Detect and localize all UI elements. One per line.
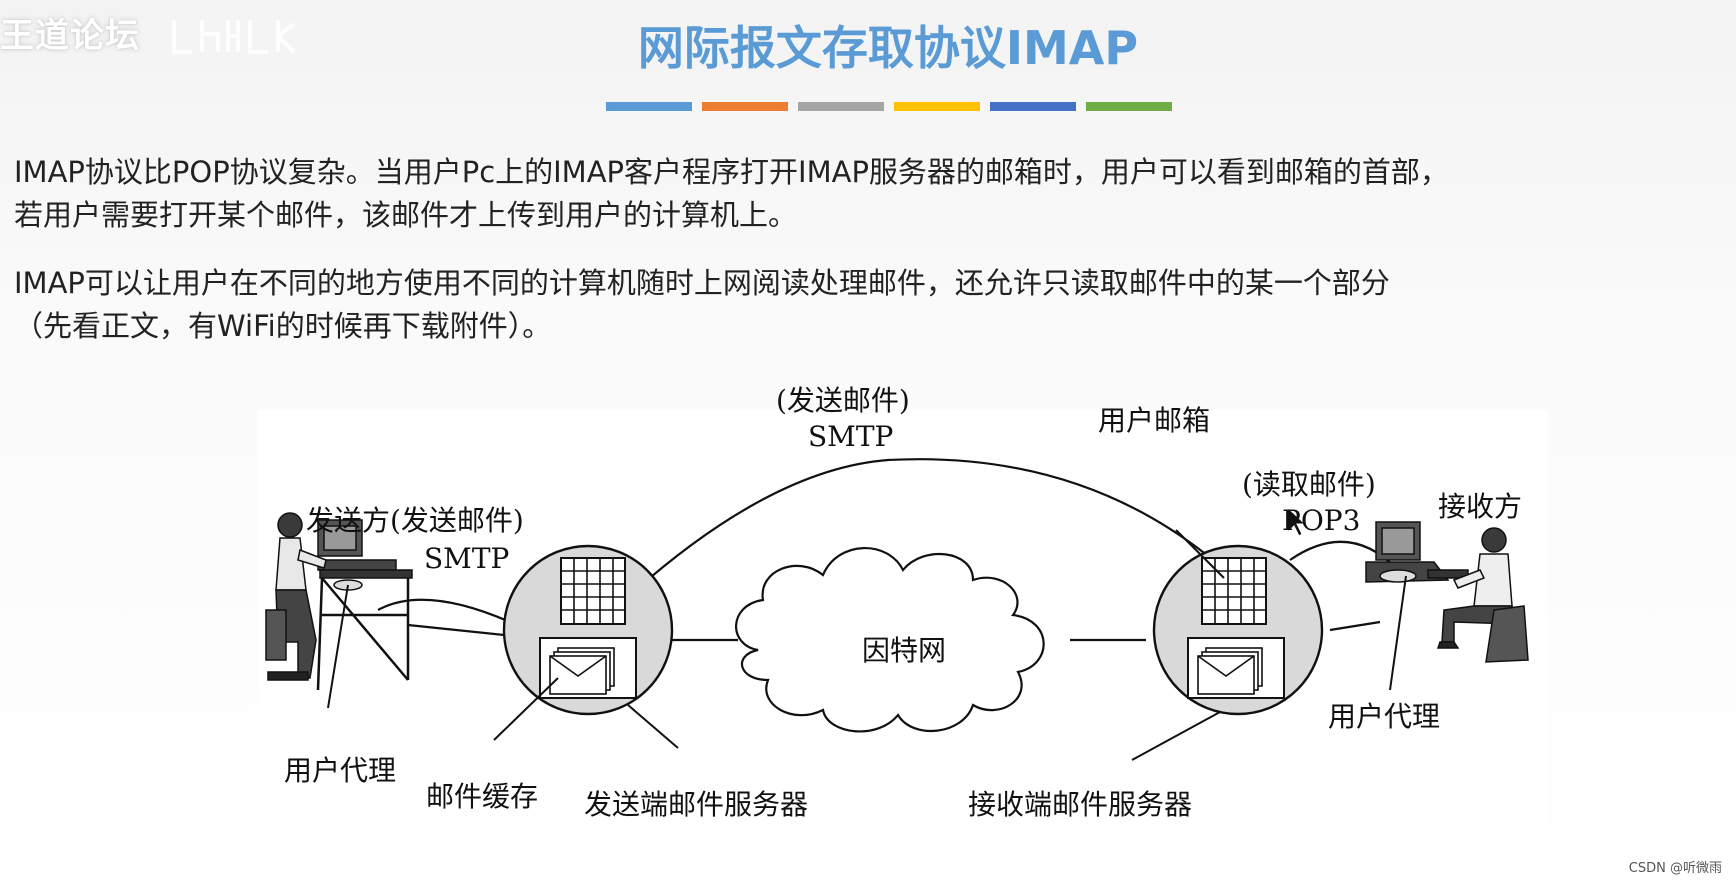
- label-internet: 因特网: [862, 634, 947, 667]
- paragraph-1-line-1: IMAP协议比POP协议复杂。当用户Pc上的IMAP客户程序打开IMAP服务器的…: [14, 155, 1449, 189]
- label-mailbox: 用户邮箱: [1098, 404, 1211, 437]
- label-receiver-protocol-name: POP3: [1282, 504, 1361, 537]
- brand-watermark: 王道论坛: [0, 8, 310, 64]
- label-left-user-agent: 用户代理: [284, 754, 397, 787]
- accent-bar: [702, 102, 788, 111]
- paragraph-1: IMAP协议比POP协议复杂。当用户Pc上的IMAP客户程序打开IMAP服务器的…: [14, 151, 1730, 237]
- label-right-user-agent: 用户代理: [1328, 700, 1441, 733]
- receiver-person-icon: [1365, 521, 1529, 663]
- internet-cloud: [735, 547, 1045, 733]
- send-server-node: [502, 544, 674, 716]
- paragraph-1-line-2: 若用户需要打开某个邮件，该邮件才上传到用户的计算机上。: [14, 198, 798, 232]
- pointer-right-user-agent: [1389, 575, 1407, 691]
- paragraph-2-line-1: IMAP可以让用户在不同的地方使用不同的计算机随时上网阅读处理邮件，还允许只读取…: [14, 266, 1390, 300]
- pointer-mailbox: [1175, 529, 1225, 579]
- accent-bar: [990, 102, 1076, 111]
- accent-bar: [1086, 102, 1172, 111]
- brand-text: 王道论坛: [0, 16, 140, 56]
- accent-bar: [798, 102, 884, 111]
- label-middle-protocol-name: SMTP: [808, 420, 894, 453]
- pointer-send-server: [627, 704, 679, 749]
- cursor-arrow-icon: [1287, 506, 1307, 537]
- label-sender-protocol: 发送方(发送邮件): [306, 504, 524, 537]
- sender-person-icon: [265, 512, 413, 691]
- accent-bars: [606, 102, 1172, 111]
- imap-diagram: (发送邮件) SMTP 用户邮箱 (读取邮件) POP3 接收方 发送方(发送邮…: [258, 384, 1548, 846]
- accent-bar: [606, 102, 692, 111]
- accent-bar: [894, 102, 980, 111]
- brand-logo-icon: [172, 20, 296, 54]
- link-sender-to-server: [407, 623, 505, 637]
- label-sender-protocol-name: SMTP: [424, 542, 510, 575]
- link-server-to-receiver: [1329, 620, 1381, 632]
- page-title: 网际报文存取协议IMAP: [637, 21, 1139, 75]
- arc-middle-smtp: [597, 458, 1214, 626]
- footer-credit: CSDN @听微雨: [1628, 861, 1722, 876]
- pointer-left-user-agent: [327, 584, 349, 709]
- pointer-recv-server: [1131, 711, 1221, 761]
- label-middle-protocol: (发送邮件): [776, 384, 910, 417]
- diagram-canvas: [258, 410, 1548, 846]
- label-mail-cache: 邮件缓存: [426, 780, 539, 813]
- paragraph-2: IMAP可以让用户在不同的地方使用不同的计算机随时上网阅读处理邮件，还允许只读取…: [14, 262, 1730, 348]
- recv-server-node: [1152, 544, 1324, 716]
- label-receiver-protocol: (读取邮件): [1242, 468, 1376, 501]
- pointer-mail-cache: [493, 677, 559, 741]
- label-send-server: 发送端邮件服务器: [584, 788, 809, 821]
- label-recv-server: 接收端邮件服务器: [968, 788, 1193, 821]
- label-receiver: 接收方: [1438, 490, 1523, 523]
- paragraph-2-line-2: （先看正文，有WiFi的时候再下载附件）。: [14, 309, 552, 343]
